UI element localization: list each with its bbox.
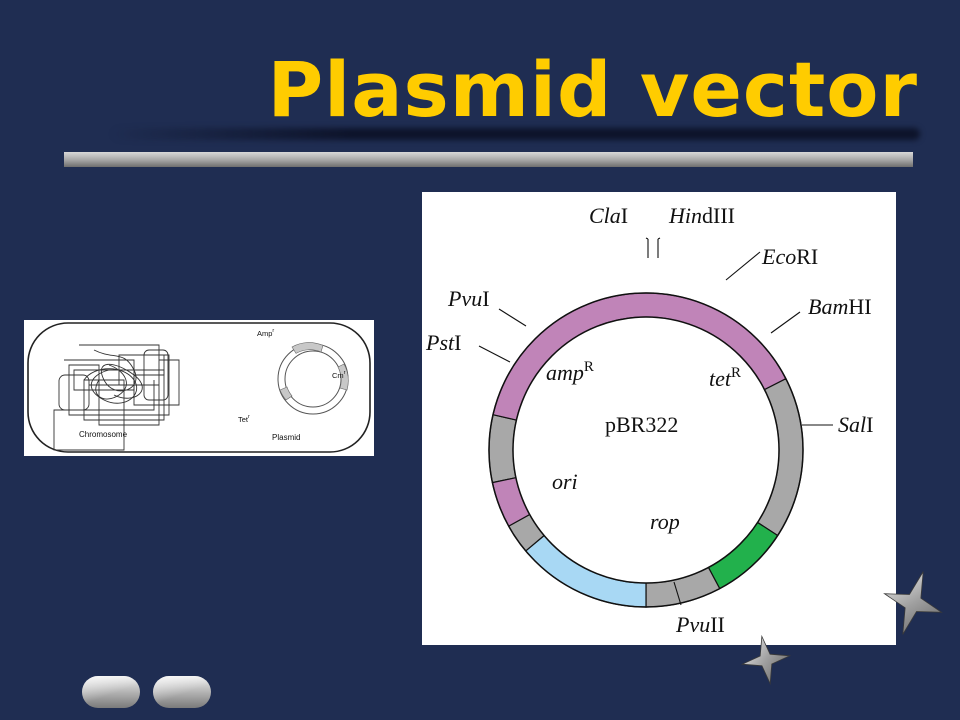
- left-arrow-icon: [82, 676, 140, 708]
- plasmid-map: ClaI HindIII EcoRI BamHI SalI PvuII PstI…: [422, 192, 896, 645]
- tet-label: Tetr: [238, 414, 250, 424]
- site-hindiii: HindIII: [668, 203, 735, 228]
- site-ticks: [478, 237, 833, 606]
- site-bamhi: BamHI: [808, 294, 872, 319]
- site-sali: SalI: [838, 412, 873, 437]
- site-clai: ClaI: [589, 203, 628, 228]
- next-slide-button[interactable]: [153, 676, 211, 708]
- title-shadow: [110, 128, 920, 140]
- amp-label: Ampr: [257, 328, 274, 338]
- cell-diagram: Chromosome Ampr Cmr Tetr Plasmid: [24, 320, 374, 456]
- site-psti: PstI: [425, 330, 461, 355]
- slide-title: Plasmid vector: [267, 45, 918, 134]
- star-icon: [740, 634, 792, 686]
- gene-ori: ori: [552, 469, 578, 494]
- cm-label: Cmr: [332, 370, 346, 380]
- previous-slide-button[interactable]: [82, 676, 140, 708]
- chromosome-label: Chromosome: [79, 430, 128, 439]
- site-pvui: PvuI: [447, 286, 490, 311]
- cell-outline: [27, 322, 371, 453]
- gene-tet: tetR: [709, 365, 741, 391]
- gene-rop: rop: [650, 509, 680, 534]
- plasmid-name: pBR322: [605, 412, 678, 437]
- gene-amp: ampR: [546, 359, 594, 385]
- right-arrow-icon: [153, 676, 211, 708]
- site-ecori: EcoRI: [761, 244, 818, 269]
- star-icon: [883, 571, 943, 635]
- site-pvuii: PvuII: [675, 612, 725, 637]
- chromosome-tangle: [53, 344, 180, 451]
- small-plasmid-ring: [277, 342, 349, 415]
- title-divider: [64, 152, 913, 167]
- plasmid-label: Plasmid: [272, 433, 300, 442]
